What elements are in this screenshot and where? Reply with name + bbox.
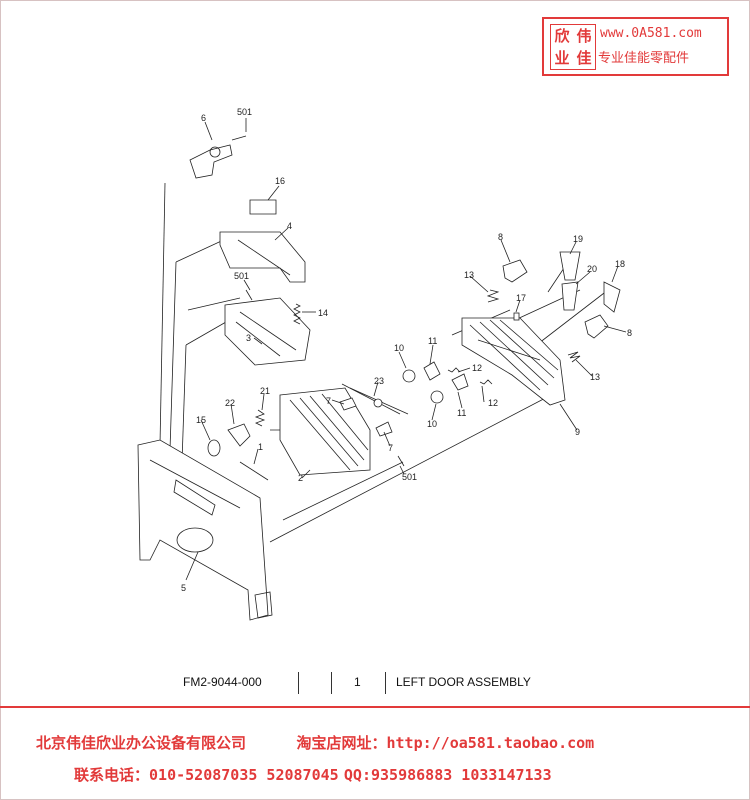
- callout-label: 8: [627, 328, 632, 338]
- callout-label: 13: [464, 270, 474, 280]
- callout-label: 3: [246, 333, 251, 343]
- seal-char: 伟: [576, 27, 592, 45]
- column-divider: [298, 672, 299, 694]
- callout-label: 11: [457, 408, 466, 418]
- callout-label: 15: [196, 415, 206, 425]
- brand-logo: 欣 伟 业 佳 www.0A581.com 专业佳能零配件: [542, 17, 729, 76]
- callout-label: 16: [275, 176, 285, 186]
- callout-label: 12: [488, 398, 498, 408]
- callout-label: 20: [587, 264, 597, 274]
- callout-label: 5: [181, 583, 186, 593]
- callout-label: 22: [225, 398, 235, 408]
- column-divider: [385, 672, 386, 694]
- logo-url: www.0A581.com: [600, 26, 702, 41]
- callout-label: 1: [258, 442, 263, 452]
- callout-label: 6: [201, 113, 206, 123]
- callout-label: 14: [318, 308, 328, 318]
- seal-char: 业: [554, 49, 570, 67]
- shop-label: 淘宝店网址：: [296, 734, 387, 752]
- part-quantity: 1: [354, 675, 361, 689]
- callout-label: 23: [374, 376, 384, 386]
- exploded-parts-diagram: 6 501 16 4 501 14 3 21 22 15 1 2 5 23 7 …: [137, 107, 632, 621]
- callout-label: 10: [427, 419, 437, 429]
- callout-label: 11: [428, 336, 437, 346]
- contact-line: 联系电话：010-52087035 52087045 QQ:935986883 …: [74, 764, 552, 785]
- callout-label: 7: [388, 443, 393, 453]
- callout-label: 8: [498, 232, 503, 242]
- callout-label: 501: [402, 472, 417, 482]
- callout-label: 4: [287, 221, 292, 231]
- company-name: 北京伟佳欣业办公设备有限公司: [36, 734, 247, 752]
- callout-label: 501: [234, 271, 249, 281]
- part-number: FM2-9044-000: [183, 675, 262, 689]
- callout-label: 21: [260, 386, 270, 396]
- callout-label: 18: [615, 259, 625, 269]
- part-description: LEFT DOOR ASSEMBLY: [396, 675, 531, 689]
- logo-subtitle: 专业佳能零配件: [598, 51, 690, 66]
- callout-label: 19: [573, 234, 583, 244]
- phone-numbers: 010-52087035 52087045: [149, 766, 339, 784]
- logo-seal: 欣 伟 业 佳: [550, 24, 596, 70]
- shop-url-link[interactable]: http://oa581.taobao.com: [386, 734, 595, 752]
- qq-label: QQ:: [343, 766, 371, 784]
- callout-label: 12: [472, 363, 482, 373]
- qq-numbers: 935986883 1033147133: [371, 766, 552, 784]
- callout-label: 10: [394, 343, 404, 353]
- footer-divider: [0, 706, 750, 708]
- column-divider: [331, 672, 332, 694]
- callout-label: 9: [575, 427, 580, 437]
- seal-char: 欣: [554, 27, 570, 45]
- callout-label: 13: [590, 372, 600, 382]
- callout-label: 17: [516, 293, 526, 303]
- callout-label: 2: [298, 473, 303, 483]
- callout-label: 7: [326, 396, 331, 406]
- callout-label: 501: [237, 107, 252, 117]
- seal-char: 佳: [576, 49, 592, 67]
- contact-label: 联系电话：: [74, 766, 150, 784]
- company-line: 北京伟佳欣业办公设备有限公司 淘宝店网址：http://oa581.taobao…: [36, 732, 594, 753]
